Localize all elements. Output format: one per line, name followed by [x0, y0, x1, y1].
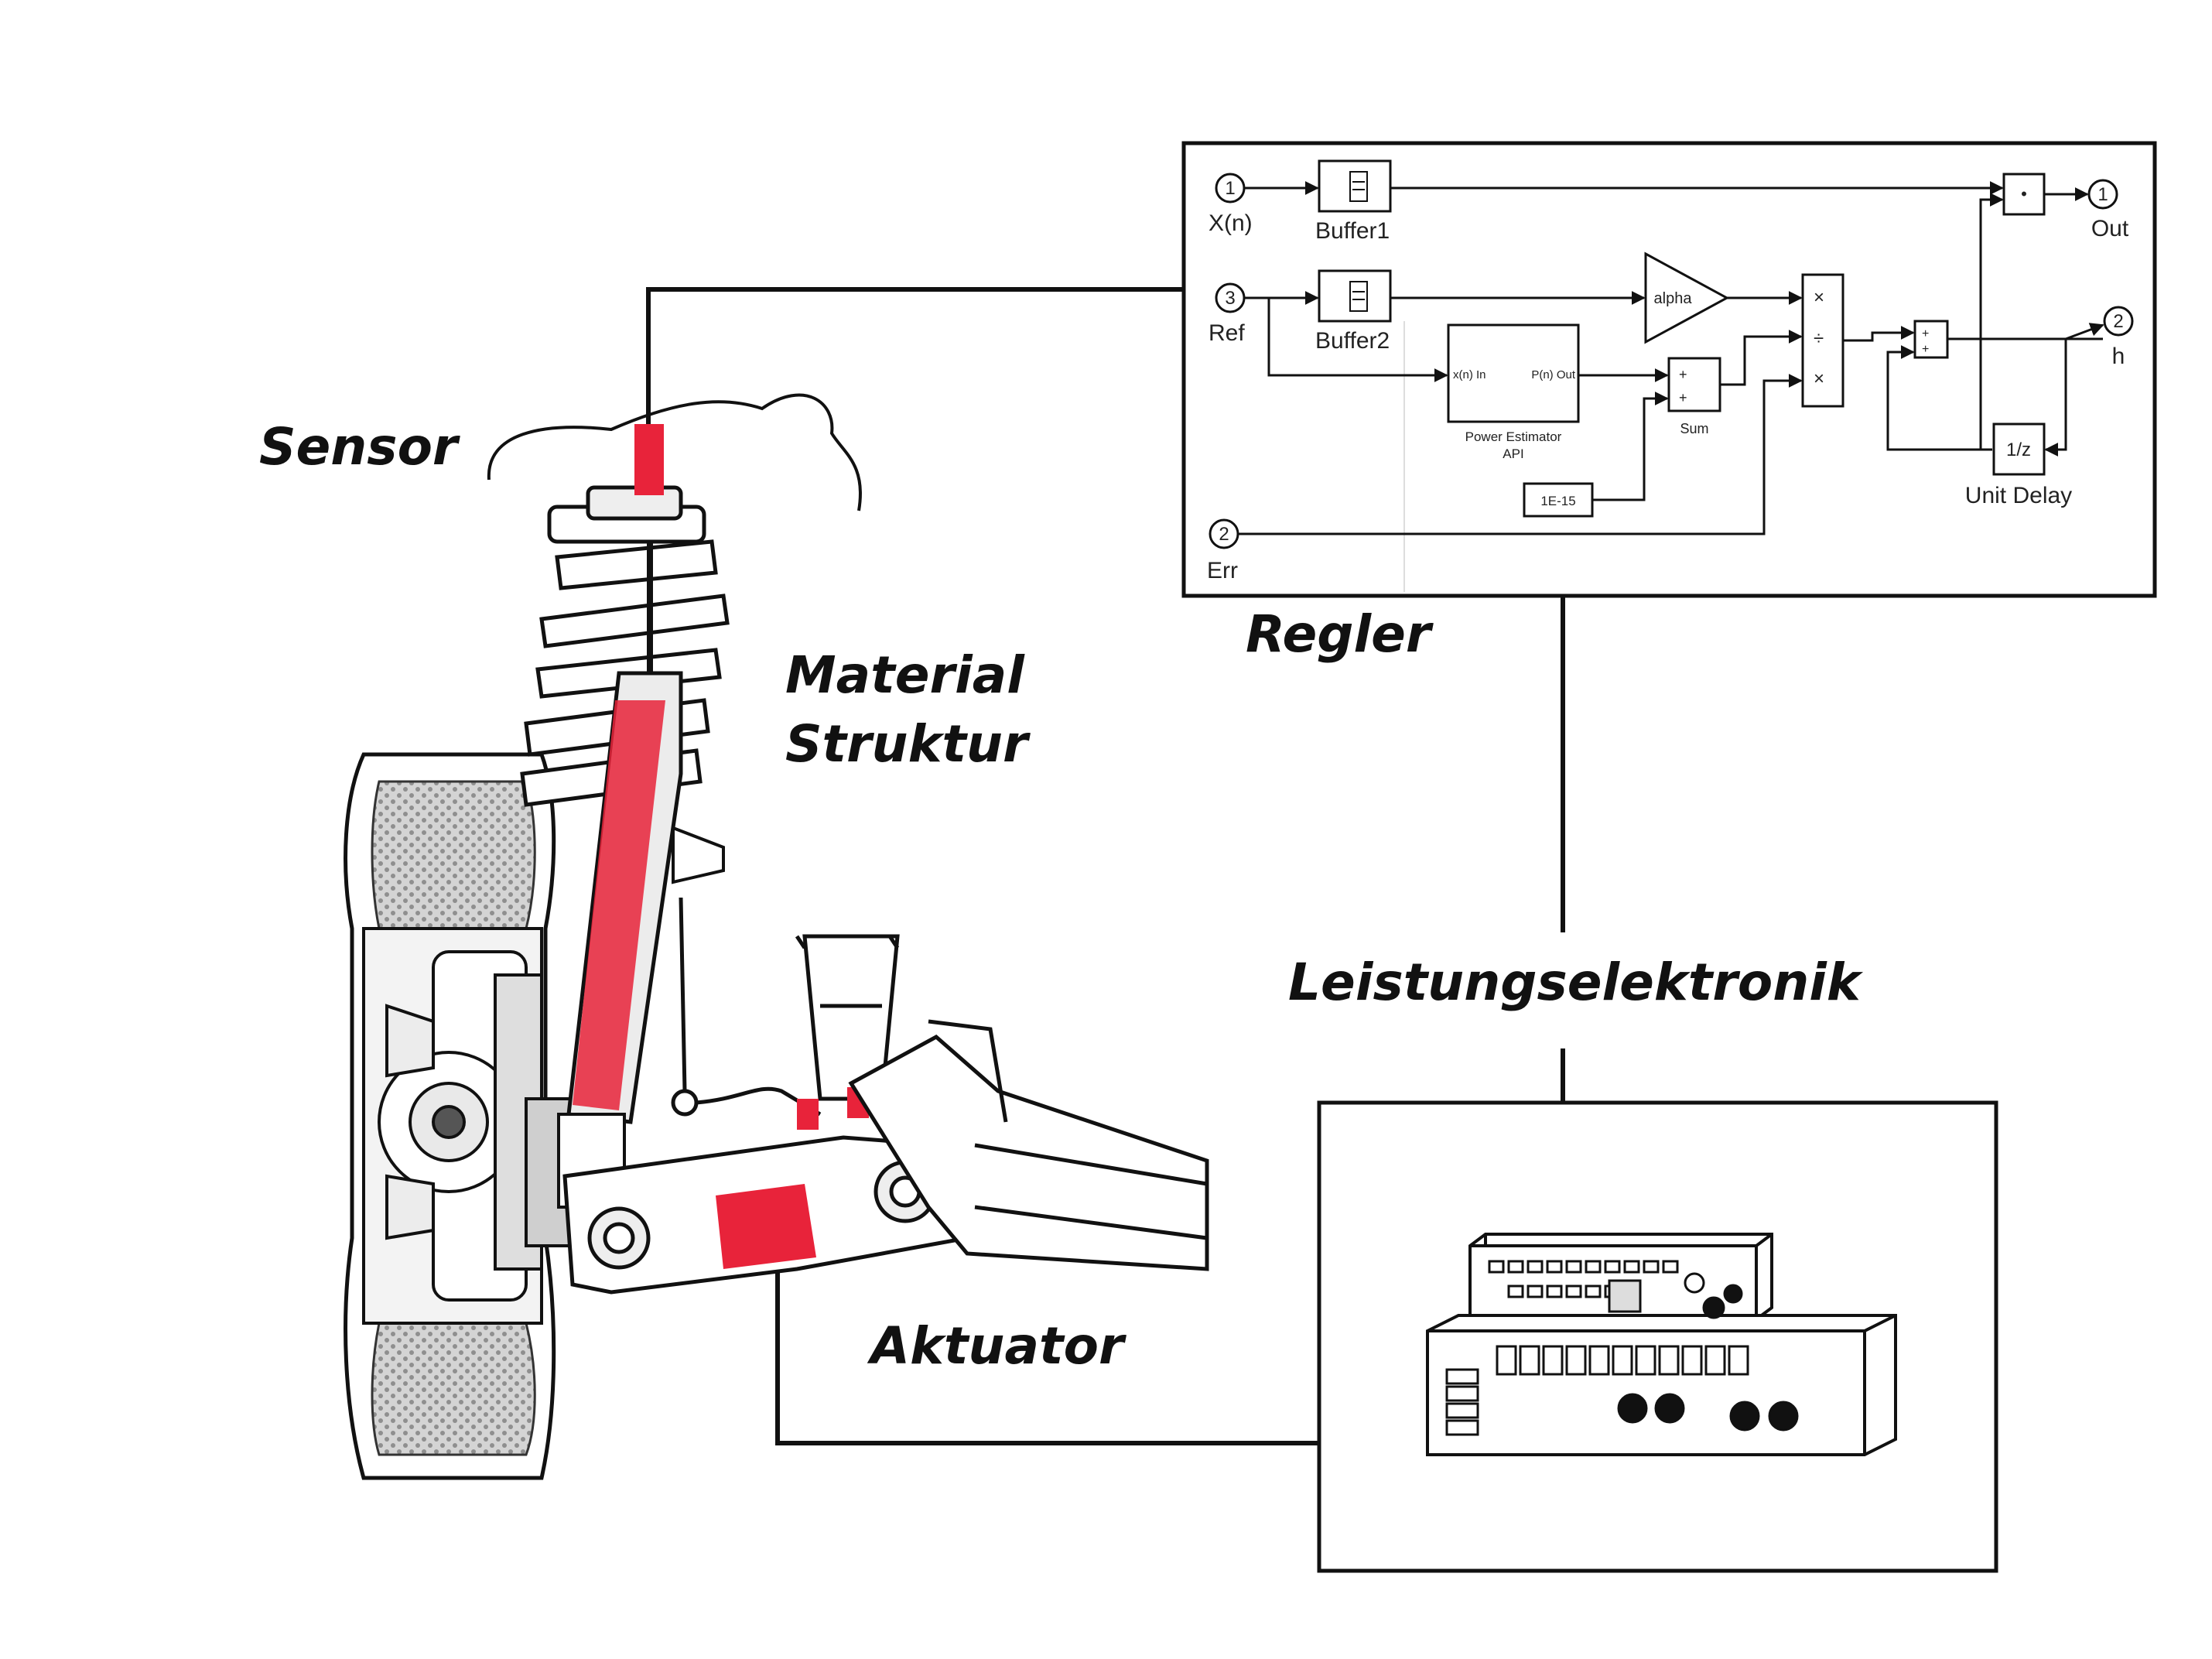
- sum-label: Sum: [1680, 421, 1708, 436]
- inport-3-label: Ref: [1209, 320, 1245, 346]
- buffer1-block: [1318, 159, 1392, 213]
- product-div: ÷: [1814, 328, 1824, 349]
- unit-delay-label: Unit Delay: [1965, 483, 2072, 508]
- power-estimator-block: [1447, 323, 1580, 423]
- material-label: Material: [785, 645, 1024, 705]
- product-mult-2: ×: [1814, 368, 1824, 389]
- sensor-to-regler-line: [646, 287, 1184, 424]
- actuator-highlight: [716, 1184, 816, 1269]
- sensor-label: Sensor: [259, 417, 458, 477]
- unit-delay-value: 1/z: [2006, 440, 2031, 460]
- subframe: [848, 1019, 1209, 1271]
- inport-2-number: 2: [1219, 524, 1229, 545]
- stabilizer-highlight-left: [797, 1099, 819, 1130]
- alpha-gain-block: [1644, 251, 1730, 344]
- controller-block-diagram: 1 X(n) 3 Ref 2 Err Buffer1 Buffer2 x(n) …: [1181, 141, 2157, 598]
- connection-lines: [646, 287, 1565, 1445]
- sum-block: [1667, 357, 1721, 412]
- leistungselektronik-label: Leistungselektronik: [1288, 953, 1861, 1012]
- dot-product-block: [2002, 173, 2046, 216]
- alpha-gain-label: alpha: [1654, 290, 1693, 307]
- feedback-sum-block: [1913, 320, 1949, 359]
- buffer1-label: Buffer1: [1315, 218, 1390, 244]
- power-estimator-name: Power Estimator: [1465, 429, 1562, 444]
- wheel-hub: [378, 950, 582, 1302]
- constant-block: [1523, 482, 1594, 518]
- aktuator-label: Aktuator: [870, 1316, 1124, 1376]
- power-estimator-in: x(n) In: [1453, 368, 1486, 381]
- outport-1-number: 1: [2097, 184, 2108, 205]
- product-divide-block: [1801, 273, 1844, 408]
- power-estimator-name2: API: [1503, 446, 1523, 461]
- outport-2-number: 2: [2113, 311, 2123, 332]
- stabilizer-link: [671, 897, 900, 1130]
- inport-1-number: 1: [1225, 178, 1235, 199]
- sensor-highlight: [634, 424, 664, 495]
- inport-3-number: 3: [1225, 288, 1235, 309]
- outport-1-label: Out: [2091, 216, 2129, 241]
- aktuator-to-power-box-line: [775, 1261, 1319, 1445]
- material-structure-highlight: [573, 700, 665, 1110]
- controller-signal-lines: [1238, 181, 2104, 535]
- device-button-grid: [1445, 1260, 1799, 1436]
- sum-plus-1: +: [1679, 367, 1687, 382]
- product-mult-1: ×: [1814, 287, 1824, 308]
- unit-delay-block: [1992, 422, 2046, 476]
- power-electronics-box: [1317, 1100, 1998, 1573]
- dot-product-symbol: •: [2021, 184, 2027, 204]
- lower-control-arm: [562, 1135, 970, 1295]
- regler-label: Regler: [1246, 604, 1431, 664]
- sum-plus-2: +: [1679, 390, 1687, 405]
- feedback-sum-plus-2: +: [1922, 343, 1929, 356]
- struktur-label: Struktur: [785, 714, 1028, 774]
- wheel-arch-outline: [487, 393, 862, 511]
- strut: [557, 671, 725, 1209]
- power-estimator-out: P(n) Out: [1531, 368, 1576, 381]
- buffer2-label: Buffer2: [1315, 328, 1390, 354]
- constant-value: 1E-15: [1540, 494, 1575, 508]
- outport-2-label: h: [2112, 344, 2125, 369]
- inport-1-label: X(n): [1209, 210, 1253, 236]
- inport-2-label: Err: [1207, 558, 1238, 583]
- feedback-sum-plus-1: +: [1922, 327, 1929, 340]
